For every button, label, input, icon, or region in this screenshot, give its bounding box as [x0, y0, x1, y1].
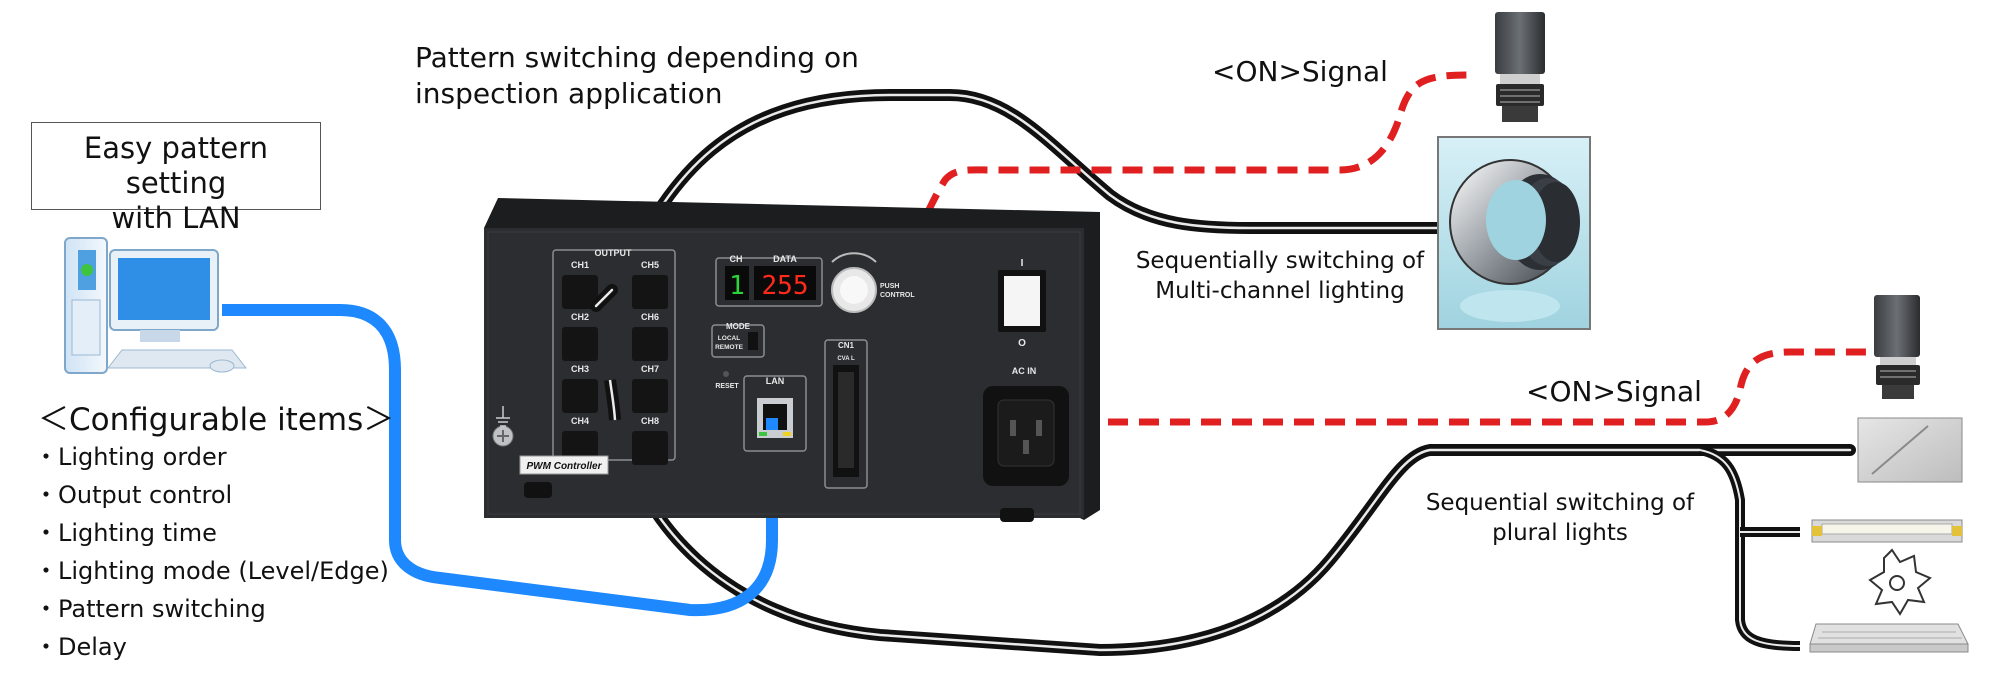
camera-top-icon: [1495, 12, 1545, 122]
reset-label: RESET: [715, 383, 739, 390]
plural-lights-line1: Sequential switching of: [1425, 490, 1695, 516]
pattern-switching-line1: Pattern switching depending on: [415, 41, 859, 74]
ch-label: CH: [730, 254, 743, 264]
box-light-icon: [1857, 417, 1963, 483]
local-label: LOCAL: [718, 335, 740, 342]
ch4-label: CH4: [571, 416, 589, 426]
output-label: OUTPUT: [595, 248, 633, 258]
ch8-label: CH8: [641, 416, 659, 426]
config-item: Lighting mode (Level/Edge): [40, 552, 389, 590]
backlight-icon: [1809, 623, 1969, 653]
cn1-label: CN1: [838, 341, 855, 350]
config-item: Pattern switching: [40, 590, 389, 628]
ch6-label: CH6: [641, 312, 659, 322]
configurable-items-title: ＜Configurable items＞: [38, 402, 395, 438]
plural-lights-label: Sequential switching of plural lights: [1410, 488, 1710, 548]
lan-setting-line2: with LAN: [111, 201, 241, 235]
ch3-label: CH3: [571, 364, 589, 374]
config-item: Output control: [40, 476, 389, 514]
lan-cable: [222, 304, 778, 617]
remote-label: REMOTE: [715, 344, 743, 351]
bar-light-icon: [1811, 519, 1963, 543]
ch1-label: CH1: [571, 260, 589, 270]
ch2-label: CH2: [571, 312, 589, 322]
ch5-label: CH5: [641, 260, 659, 270]
config-item: Lighting order: [40, 438, 389, 476]
controller-badge: PWM Controller: [527, 461, 603, 472]
switch-off-mark: O: [1018, 338, 1026, 349]
plural-lights-line2: plural lights: [1492, 520, 1628, 546]
push-label: PUSH: [880, 283, 899, 290]
on-signal-top-label: <ON>Signal: [1212, 55, 1388, 88]
multi-channel-line2: Multi-channel lighting: [1155, 278, 1405, 304]
mode-label: MODE: [726, 322, 751, 331]
pattern-switching-line2: inspection application: [415, 77, 723, 110]
lan-label: LAN: [766, 376, 785, 386]
ac-in-label: AC IN: [1012, 366, 1037, 376]
cn1-sub-label: CVA L: [837, 356, 855, 362]
computer-icon: [64, 237, 248, 374]
data-label: DATA: [773, 254, 797, 264]
control-label: CONTROL: [880, 292, 915, 299]
gear-workpiece-icon: [1868, 548, 1932, 616]
camera-bottom-icon: [1874, 295, 1920, 399]
data-display-value: 255: [762, 271, 809, 301]
ch-display-value: 1: [729, 271, 745, 301]
multi-channel-line1: Sequentially switching of: [1135, 248, 1425, 274]
config-item: Delay: [40, 628, 389, 666]
on-signal-bottom-label: <ON>Signal: [1526, 375, 1702, 408]
ring-light-icon: [1437, 136, 1591, 330]
lan-setting-box: Easy pattern setting with LAN: [31, 122, 321, 235]
pwm-controller: [484, 198, 1100, 522]
configurable-items-list: Lighting order Output control Lighting t…: [40, 438, 389, 666]
lan-setting-line1: Easy pattern setting: [83, 131, 269, 200]
switch-on-mark: I: [1021, 258, 1024, 269]
config-item: Lighting time: [40, 514, 389, 552]
ch7-label: CH7: [641, 364, 659, 374]
pattern-switching-label: Pattern switching depending on inspectio…: [415, 40, 859, 112]
multi-channel-label: Sequentially switching of Multi-channel …: [1130, 246, 1430, 306]
